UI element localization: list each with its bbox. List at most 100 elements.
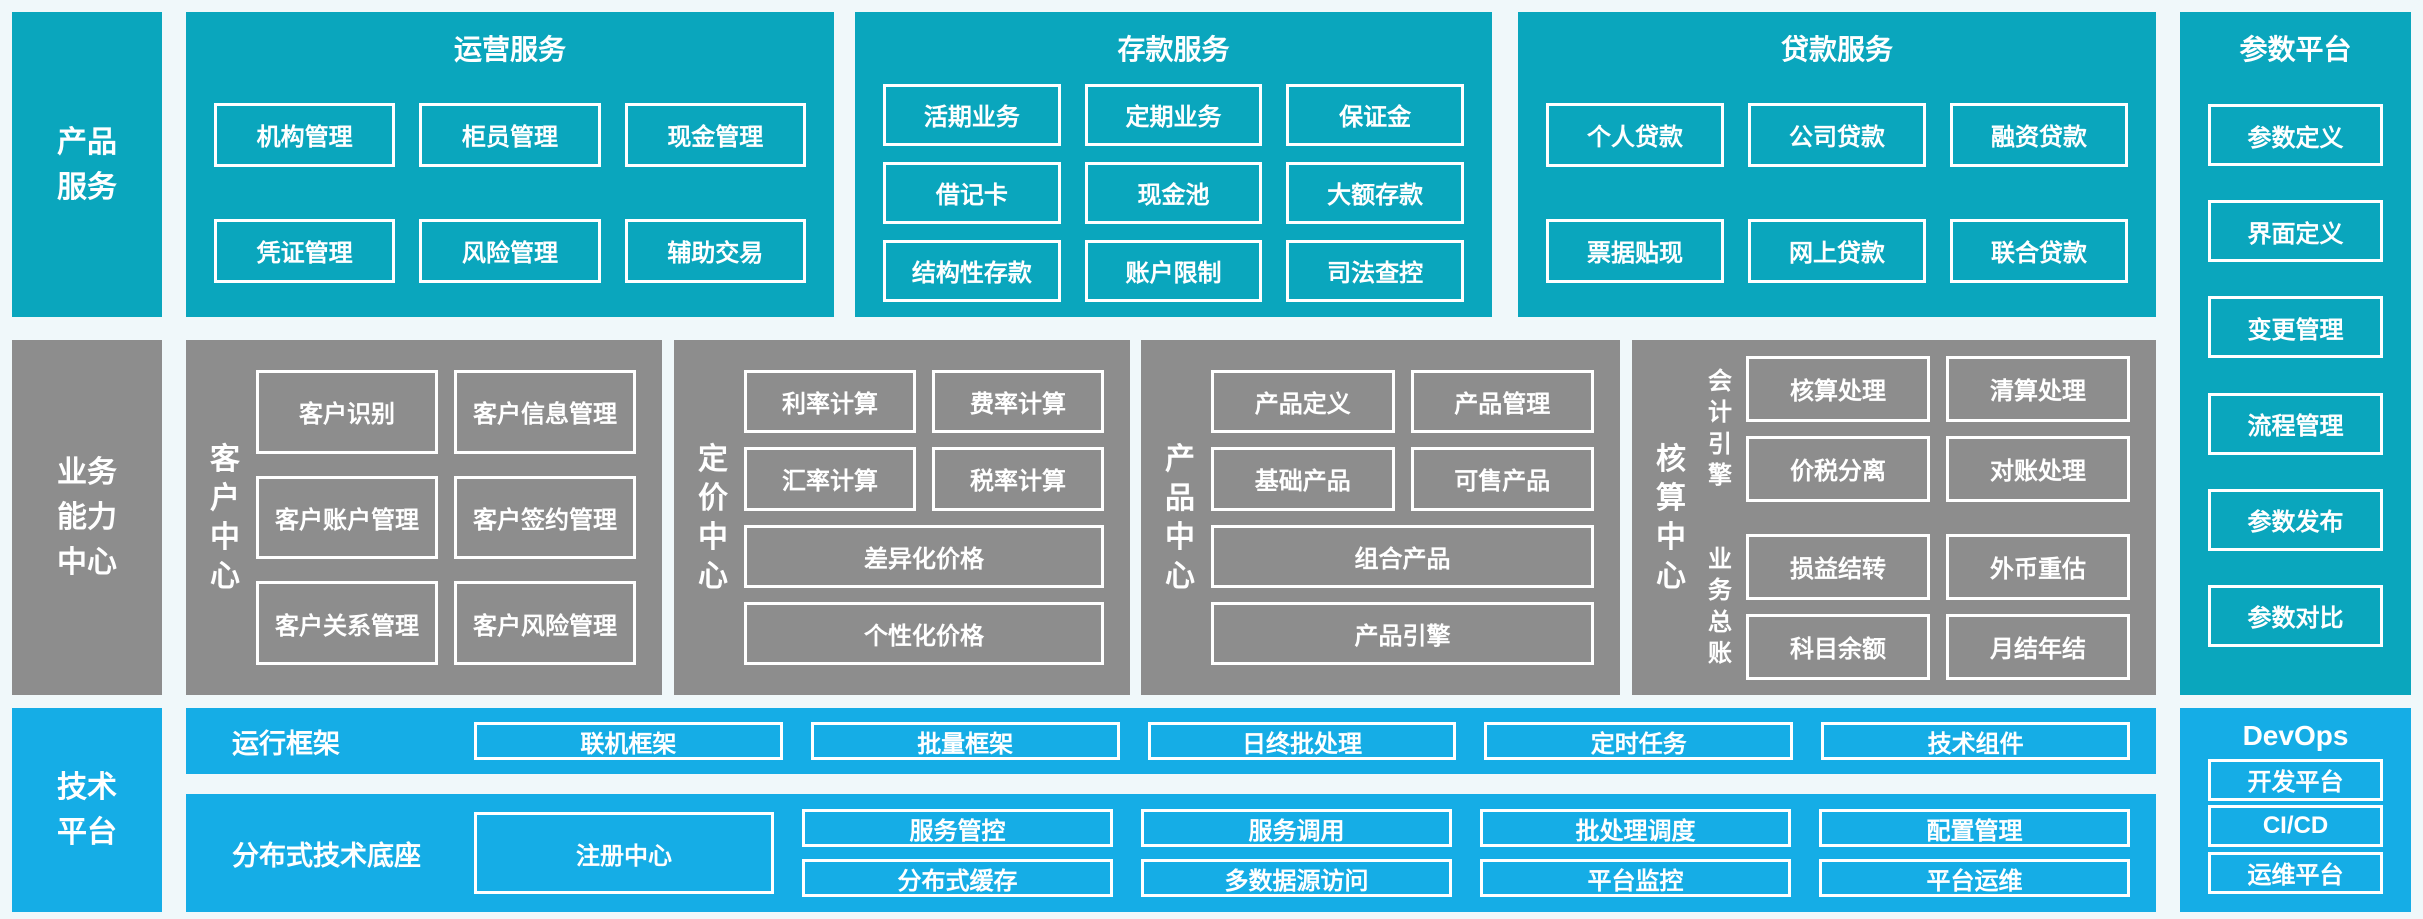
distributed-col-0: 服务管控 分布式缓存	[802, 809, 1113, 897]
deposit-grid: 活期业务 定期业务 保证金 借记卡 现金池 大额存款 结构性存款 账户限制 司法…	[883, 68, 1464, 317]
parameter-box-4: 参数发布	[2208, 488, 2383, 551]
runtime-box-1: 批量框架	[810, 722, 1120, 760]
pricing-box-wide-1: 个性化价格	[744, 601, 1104, 665]
devops-title: DevOps	[2242, 720, 2349, 751]
runtime-box-4: 技术组件	[1821, 722, 2130, 760]
loan-box-0: 个人贷款	[1546, 102, 1724, 167]
accounting-box-1: 清算处理	[1946, 355, 2130, 422]
ledger-box-2: 科目余额	[1746, 613, 1930, 680]
operations-grid: 机构管理 柜员管理 现金管理 凭证管理 风险管理 辅助交易	[214, 68, 806, 317]
accounting-engine-grid: 核算处理 清算处理 价税分离 对账处理	[1746, 355, 2130, 502]
deposit-title: 存款服务	[1117, 34, 1230, 65]
deposit-box-1: 定期业务	[1084, 83, 1263, 146]
accounting-center-title: 核算中心	[1656, 442, 1686, 593]
customer-center-title: 客户中心	[210, 442, 240, 593]
product-grid: 产品定义 产品管理 基础产品 可售产品 组合产品 产品引擎	[1211, 370, 1594, 665]
operations-box-5: 辅助交易	[624, 218, 806, 283]
distributed-base-label: 分布式技术底座	[232, 840, 421, 871]
loan-box-3: 票据贴现	[1546, 218, 1724, 283]
pricing-box-2: 汇率计算	[744, 447, 916, 511]
operations-title: 运营服务	[453, 34, 566, 65]
pricing-box-3: 税率计算	[932, 447, 1104, 511]
product-center-title: 产品中心	[1165, 442, 1195, 593]
accounting-groups: 会计引擎 核算处理 清算处理 价税分离 对账处理 业务总账 损益结转 外币重估 …	[1702, 340, 2130, 695]
registry-center-box: 注册中心	[474, 812, 774, 894]
distributed-base-boxes: 注册中心 服务管控 分布式缓存 服务调用 多数据源访问 批处理调度 平台监控 配…	[474, 809, 2130, 897]
deposit-box-6: 结构性存款	[883, 239, 1061, 302]
distributed-box-5: 平台监控	[1480, 859, 1791, 897]
loan-box-2: 融资贷款	[1950, 102, 2128, 167]
distributed-box-2: 服务调用	[1141, 809, 1452, 847]
customer-box-1: 客户信息管理	[454, 370, 636, 454]
loan-grid: 个人贷款 公司贷款 融资贷款 票据贴现 网上贷款 联合贷款	[1546, 68, 2128, 317]
parameter-box-3: 流程管理	[2208, 392, 2383, 455]
pricing-box-wide-0: 差异化价格	[744, 524, 1104, 588]
deposit-box-5: 大额存款	[1286, 161, 1464, 224]
runtime-box-3: 定时任务	[1484, 722, 1794, 760]
product-box-1: 产品管理	[1410, 370, 1594, 434]
operations-box-1: 柜员管理	[419, 102, 601, 167]
distributed-box-6: 配置管理	[1819, 809, 2130, 847]
devops-box-2: 运维平台	[2208, 851, 2383, 894]
pricing-box-0: 利率计算	[744, 370, 916, 434]
sidebar-technology-platform-label: 技术平台	[57, 771, 117, 849]
loan-box-5: 联合贷款	[1950, 218, 2128, 283]
customer-box-0: 客户识别	[256, 370, 438, 454]
accounting-group-ledger: 业务总账 损益结转 外币重估 科目余额 月结年结	[1702, 533, 2130, 680]
accounting-group-engine: 会计引擎 核算处理 清算处理 价税分离 对账处理	[1702, 355, 2130, 502]
parameter-box-0: 参数定义	[2208, 104, 2383, 167]
customer-box-4: 客户关系管理	[256, 581, 438, 665]
sidebar-product-services-label: 产品服务	[57, 125, 117, 204]
deposit-box-0: 活期业务	[883, 83, 1061, 146]
panel-accounting-center: 核算中心 会计引擎 核算处理 清算处理 价税分离 对账处理 业务总账 损益结转 …	[1632, 340, 2156, 695]
runtime-box-2: 日终批处理	[1147, 722, 1457, 760]
accounting-box-3: 对账处理	[1946, 435, 2130, 502]
sidebar-technology-platform: 技术平台	[12, 708, 162, 912]
business-ledger-label: 业务总账	[1708, 546, 1732, 667]
product-box-wide-0: 组合产品	[1211, 524, 1594, 588]
distributed-box-1: 分布式缓存	[802, 859, 1113, 897]
distributed-col-1: 服务调用 多数据源访问	[1141, 809, 1452, 897]
parameter-platform-title: 参数平台	[2239, 34, 2352, 65]
product-box-2: 基础产品	[1211, 447, 1395, 511]
devops-stack: 开发平台 CI/CD 运维平台	[2208, 754, 2383, 898]
product-box-0: 产品定义	[1211, 370, 1395, 434]
accounting-box-0: 核算处理	[1746, 355, 1930, 422]
panel-customer-center: 客户中心 客户识别 客户信息管理 客户账户管理 客户签约管理 客户关系管理 客户…	[186, 340, 662, 695]
business-ledger-grid: 损益结转 外币重估 科目余额 月结年结	[1746, 533, 2130, 680]
loan-box-4: 网上贷款	[1748, 218, 1926, 283]
parameter-box-1: 界面定义	[2208, 200, 2383, 263]
deposit-box-3: 借记卡	[883, 161, 1061, 224]
pricing-center-title: 定价中心	[698, 442, 728, 593]
deposit-box-7: 账户限制	[1084, 239, 1263, 302]
distributed-box-7: 平台运维	[1819, 859, 2130, 897]
ledger-box-1: 外币重估	[1946, 533, 2130, 600]
operations-box-3: 凭证管理	[214, 218, 396, 283]
devops-box-0: 开发平台	[2208, 758, 2383, 801]
operations-box-0: 机构管理	[214, 102, 396, 167]
customer-box-3: 客户签约管理	[454, 475, 636, 560]
distributed-box-0: 服务管控	[802, 809, 1113, 847]
panel-devops: DevOps 开发平台 CI/CD 运维平台	[2180, 708, 2411, 912]
parameter-platform-stack: 参数定义 界面定义 变更管理 流程管理 参数发布 参数对比	[2208, 70, 2383, 681]
panel-pricing-center: 定价中心 利率计算 费率计算 汇率计算 税率计算 差异化价格 个性化价格	[674, 340, 1130, 695]
operations-box-2: 现金管理	[624, 102, 806, 167]
runtime-box-0: 联机框架	[474, 722, 783, 760]
operations-box-4: 风险管理	[419, 218, 601, 283]
parameter-box-5: 参数对比	[2208, 584, 2383, 647]
sidebar-product-services: 产品服务	[12, 12, 162, 317]
panel-runtime-framework: 运行框架 联机框架 批量框架 日终批处理 定时任务 技术组件	[186, 708, 2156, 774]
panel-operations-services: 运营服务 机构管理 柜员管理 现金管理 凭证管理 风险管理 辅助交易	[186, 12, 834, 317]
accounting-engine-label: 会计引擎	[1708, 368, 1732, 489]
pricing-grid: 利率计算 费率计算 汇率计算 税率计算 差异化价格 个性化价格	[744, 370, 1104, 665]
customer-box-5: 客户风险管理	[454, 581, 636, 665]
panel-deposit-services: 存款服务 活期业务 定期业务 保证金 借记卡 现金池 大额存款 结构性存款 账户…	[855, 12, 1492, 317]
product-box-3: 可售产品	[1410, 447, 1594, 511]
distributed-box-4: 批处理调度	[1480, 809, 1791, 847]
panel-distributed-base: 分布式技术底座 注册中心 服务管控 分布式缓存 服务调用 多数据源访问 批处理调…	[186, 794, 2156, 912]
distributed-col-2: 批处理调度 平台监控	[1480, 809, 1791, 897]
deposit-box-4: 现金池	[1084, 161, 1263, 224]
sidebar-business-capability: 业务能力中心	[12, 340, 162, 695]
panel-loan-services: 贷款服务 个人贷款 公司贷款 融资贷款 票据贴现 网上贷款 联合贷款	[1518, 12, 2156, 317]
deposit-box-2: 保证金	[1286, 83, 1464, 146]
